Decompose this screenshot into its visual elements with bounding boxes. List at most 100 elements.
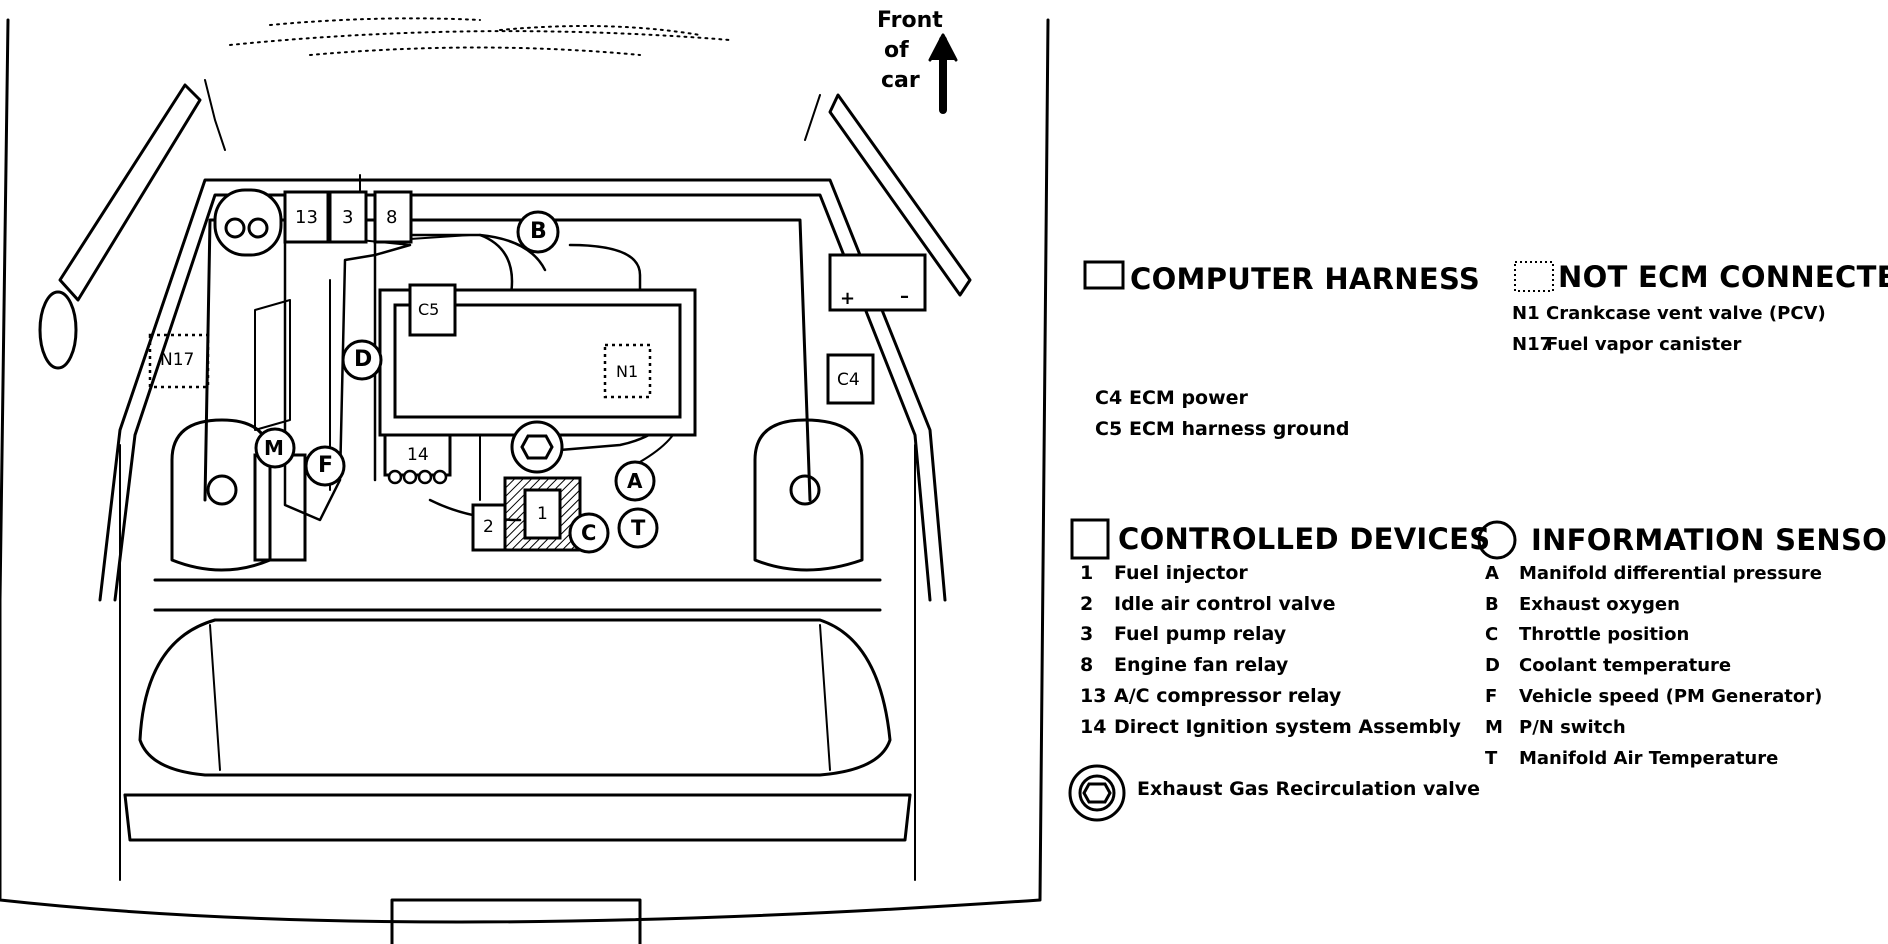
legend-key: 2 <box>1080 593 1094 615</box>
legend-label: Engine fan relay <box>1114 654 1289 676</box>
information-sensors-symbol <box>1477 520 1517 560</box>
windshield-dotted-edge <box>229 30 731 46</box>
legend-label: Manifold Air Temperature <box>1519 748 1779 769</box>
legend-item-device-8: 8 Engine fan relay <box>1080 654 1288 676</box>
controlled-devices-symbol <box>1070 518 1110 560</box>
front-of-car-label-3: car <box>881 68 920 93</box>
sensor-C-label: C <box>581 521 597 545</box>
sensor-C-circle <box>568 512 610 554</box>
n1-dotted-box <box>603 343 652 399</box>
legend-item-device-13: 13 A/C compressor relay <box>1080 685 1341 707</box>
legend-label: Fuel injector <box>1114 562 1248 584</box>
relay-3-box <box>328 190 368 244</box>
sensor-D-circle <box>341 339 383 381</box>
sensor-M-circle <box>254 427 296 469</box>
c5-label: C5 <box>418 300 440 319</box>
legend-item-device-3: 3 Fuel pump relay <box>1080 623 1286 645</box>
sensor-F-circle <box>304 445 346 487</box>
c4-box <box>826 353 875 405</box>
legend-key: D <box>1485 655 1500 676</box>
legend-key: M <box>1485 717 1503 738</box>
front-of-car-label-1: Front <box>877 8 943 33</box>
not-ecm-symbol <box>1514 261 1554 292</box>
legend-label: Exhaust oxygen <box>1519 594 1680 615</box>
left-wheel-well <box>170 418 272 572</box>
n17-dotted-box <box>148 333 210 389</box>
legend-item-device-2: 2 Idle air control valve <box>1080 593 1335 615</box>
battery <box>828 253 927 312</box>
front-of-car-label-2: of <box>884 38 909 63</box>
legend-label: P/N switch <box>1519 717 1626 738</box>
legend-label: Fuel vapor canister <box>1546 334 1742 355</box>
legend-label: Manifold differential pressure <box>1519 563 1822 584</box>
n17-label: N17 <box>160 350 195 370</box>
legend-key: N17 <box>1512 334 1553 355</box>
legend-label: Idle air control valve <box>1114 593 1336 615</box>
legend-label: Crankcase vent valve (PCV) <box>1546 303 1826 324</box>
legend-label: Coolant temperature <box>1519 655 1732 676</box>
legend-key: A <box>1485 563 1499 584</box>
legend-item-device-1: 1 Fuel injector <box>1080 562 1248 584</box>
sensor-B-circle <box>516 210 560 254</box>
left-mirror <box>38 290 78 370</box>
rear-bumper-notch <box>390 898 642 944</box>
legend-item-c5: C5 ECM harness ground <box>1095 418 1350 440</box>
controlled-devices-title: CONTROLLED DEVICES <box>1118 522 1491 556</box>
legend-item-n17: N17Fuel vapor canister <box>1512 334 1741 355</box>
device-2-label: 2 <box>483 517 494 537</box>
fuse-block <box>213 188 283 257</box>
sensor-A-circle <box>614 460 656 502</box>
car-body-outline <box>0 18 1050 924</box>
legend-label: ECM power <box>1129 387 1248 409</box>
sensor-T-circle <box>617 507 659 549</box>
relay-13-box <box>283 190 330 244</box>
sensor-D-label: D <box>354 347 373 372</box>
legend-item-sensor-d: D Coolant temperature <box>1485 655 1731 676</box>
battery-plus-label: + <box>840 288 856 309</box>
legend-key: C5 <box>1095 418 1123 440</box>
legend-key: F <box>1485 686 1498 707</box>
legend-key: 3 <box>1080 623 1094 645</box>
legend-item-n1: N1 Crankcase vent valve (PCV) <box>1512 303 1826 324</box>
battery-minus-label: – <box>900 286 909 307</box>
not-ecm-title: NOT ECM CONNECTED <box>1558 260 1888 294</box>
computer-harness-symbol <box>1083 260 1125 290</box>
information-sensors-title: INFORMATION SENSORS <box>1531 523 1888 557</box>
legend-key: T <box>1485 748 1498 769</box>
legend-item-sensor-a: A Manifold differential pressure <box>1485 563 1822 584</box>
c4-label: C4 <box>837 370 860 390</box>
sensor-T-label: T <box>631 516 646 540</box>
dis-14-box <box>383 433 452 477</box>
legend-label: Direct Ignition system Assembly <box>1114 716 1461 738</box>
legend-item-device-14: 14 Direct Ignition system Assembly <box>1080 716 1461 738</box>
relay-8-label: 8 <box>386 207 398 228</box>
n1-label: N1 <box>616 362 639 381</box>
legend-key: 1 <box>1080 562 1094 584</box>
legend-label: Fuel pump relay <box>1114 623 1287 645</box>
legend-item-sensor-t: T Manifold Air Temperature <box>1485 748 1778 769</box>
legend-key: 13 <box>1080 685 1107 707</box>
left-fender-line <box>58 83 202 302</box>
legend-key: 8 <box>1080 654 1094 676</box>
legend-label: A/C compressor relay <box>1114 685 1342 707</box>
legend-label: Throttle position <box>1519 624 1690 645</box>
legend-item-sensor-m: M P/N switch <box>1485 717 1626 738</box>
legend-key: N1 <box>1512 303 1540 324</box>
legend-label: ECM harness ground <box>1129 418 1350 440</box>
sensor-M-label: M <box>264 436 284 460</box>
dis-14-label: 14 <box>407 445 429 465</box>
legend-key: 14 <box>1080 716 1107 738</box>
computer-harness-title: COMPUTER HARNESS <box>1130 262 1481 296</box>
relay-3-label: 3 <box>342 207 354 228</box>
right-wheel-well <box>753 418 864 572</box>
legend-key: B <box>1485 594 1499 615</box>
relay-13-label: 13 <box>295 207 318 228</box>
engine-bay-outline <box>98 178 947 602</box>
device-1-box <box>523 488 562 540</box>
legend-item-sensor-b: B Exhaust oxygen <box>1485 594 1680 615</box>
